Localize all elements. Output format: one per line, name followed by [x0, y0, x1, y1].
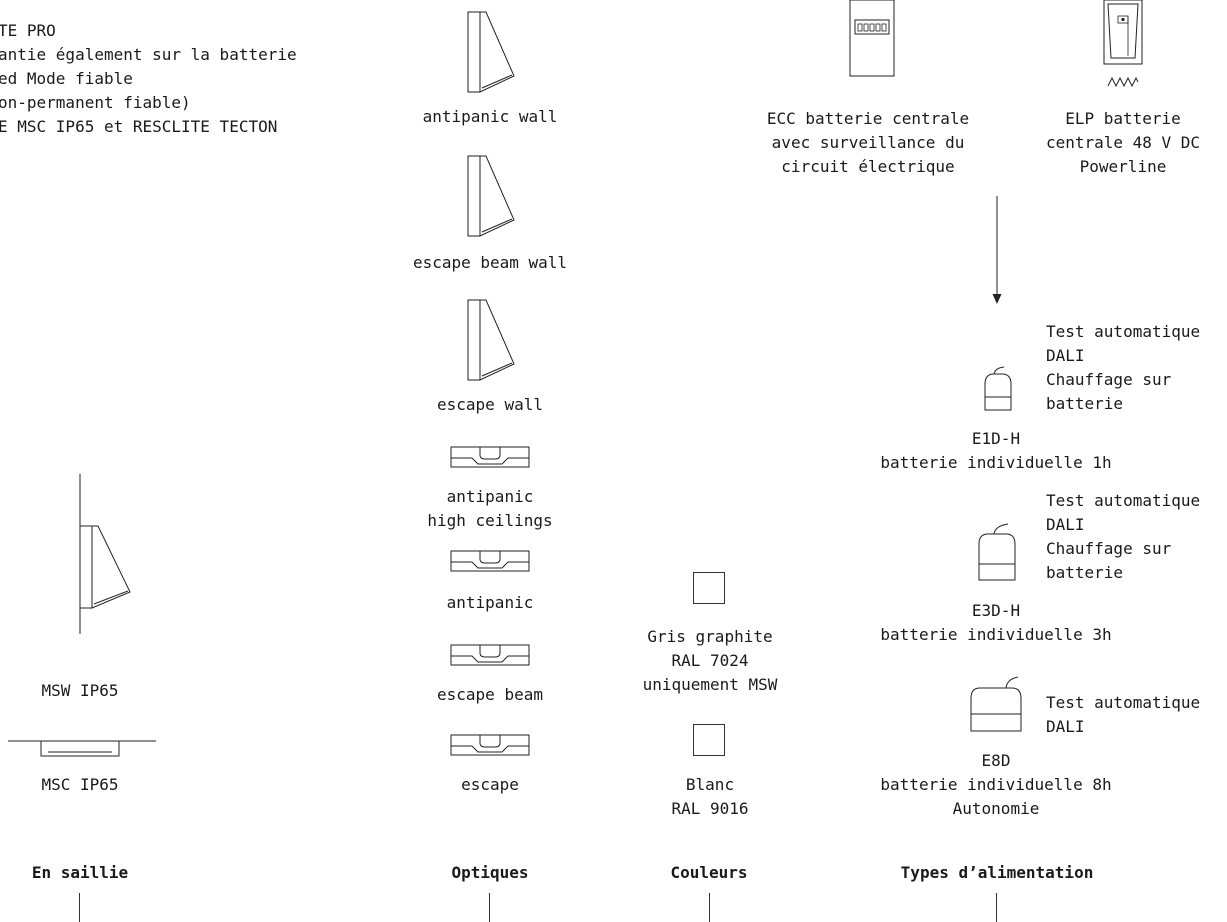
optic-label-5: antipanic: [446, 593, 534, 612]
heading-optics: Optiques: [451, 863, 529, 882]
optic-antipanic-high-ceilings-icon: [450, 446, 530, 468]
battery-e1dh-icon: [984, 366, 1012, 411]
color-white-line-1: Blanc: [685, 775, 735, 794]
optic-label-3: escape wall: [437, 395, 543, 414]
e3dh-name: E3D-H: [971, 601, 1021, 620]
color-graphite-line-3: uniquement MSW: [642, 675, 778, 694]
color-swatch-graphite: [693, 572, 725, 604]
optic-label-4b: high ceilings: [427, 511, 553, 530]
e3dh-feature-2: DALI: [1046, 515, 1085, 534]
feature-line-2: antie également sur la batterie: [0, 45, 297, 64]
wall-mount-icon: [79, 474, 131, 634]
feature-line-5: E MSC IP65 et RESCLITE TECTON: [0, 117, 278, 136]
elp-line-3: Powerline: [1079, 157, 1167, 176]
e3dh-feature-3: Chauffage sur: [1046, 539, 1172, 558]
e8d-feature-1: Test automatique: [1046, 693, 1201, 712]
e1dh-feature-3: Chauffage sur: [1046, 370, 1172, 389]
optic-label-2: escape beam wall: [412, 253, 568, 272]
ecc-line-3: circuit électrique: [781, 157, 955, 176]
mounting-connector-line: [79, 893, 80, 922]
e1dh-name: E1D-H: [971, 429, 1021, 448]
ecc-central-battery-icon: [849, 0, 895, 77]
color-white-line-2: RAL 9016: [671, 799, 749, 818]
optic-antipanic-icon: [450, 550, 530, 572]
elp-line-1: ELP batterie: [1065, 109, 1181, 128]
battery-e3dh-icon: [978, 523, 1016, 581]
optic-antipanic-wall-icon: [467, 11, 515, 93]
e3dh-feature-4: batterie: [1046, 563, 1124, 582]
power-connector-line: [996, 893, 997, 922]
optic-label-6: escape beam: [437, 685, 543, 704]
battery-e8d-icon: [970, 676, 1022, 732]
e3dh-feature-1: Test automatique: [1046, 491, 1201, 510]
mounting-msc-label: MSC IP65: [41, 775, 119, 794]
e1dh-feature-2: DALI: [1046, 346, 1085, 365]
ecc-line-1: ECC batterie centrale: [766, 109, 970, 128]
colors-connector-line: [709, 893, 710, 922]
e8d-desc-1: batterie individuelle 8h: [880, 775, 1112, 794]
optic-label-1: antipanic wall: [422, 107, 558, 126]
optic-escape-wall-icon: [467, 299, 515, 381]
optic-escape-beam-icon: [450, 644, 530, 666]
feature-line-3: ed Mode fiable: [0, 69, 133, 88]
e3dh-desc: batterie individuelle 3h: [880, 625, 1112, 644]
optic-escape-icon: [450, 734, 530, 756]
heading-colors: Couleurs: [670, 863, 748, 882]
elp-line-2: centrale 48 V DC: [1045, 133, 1201, 152]
e1dh-desc: batterie individuelle 1h: [880, 453, 1112, 472]
optic-escape-beam-wall-icon: [467, 155, 515, 237]
feature-line-1: TE PRO: [0, 21, 56, 40]
optic-label-4a: antipanic: [446, 487, 534, 506]
ceiling-mount-icon: [8, 740, 156, 757]
heading-power: Types d’alimentation: [900, 863, 1094, 882]
optics-connector-line: [489, 893, 490, 922]
optic-label-7: escape: [461, 775, 519, 794]
feature-line-4: on-permanent fiable): [0, 93, 191, 112]
color-graphite-line-1: Gris graphite: [647, 627, 773, 646]
ecc-line-2: avec surveillance du: [771, 133, 965, 152]
e1dh-feature-4: batterie: [1046, 394, 1124, 413]
arrow-down-icon: [992, 196, 1002, 304]
e8d-desc-2: Autonomie: [952, 799, 1040, 818]
color-swatch-white: [693, 724, 725, 756]
e8d-feature-2: DALI: [1046, 717, 1085, 736]
elp-central-battery-icon: [1103, 0, 1143, 88]
e8d-name: E8D: [981, 751, 1011, 770]
heading-mounting: En saillie: [31, 863, 129, 882]
mounting-msw-label: MSW IP65: [41, 681, 119, 700]
color-graphite-line-2: RAL 7024: [671, 651, 749, 670]
e1dh-feature-1: Test automatique: [1046, 322, 1201, 341]
